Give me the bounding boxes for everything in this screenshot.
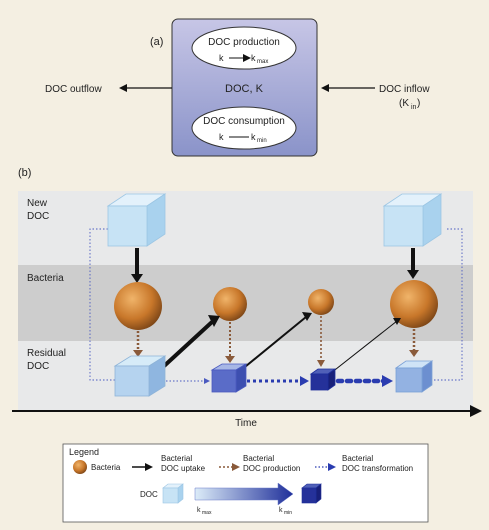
production-k: k <box>219 53 224 63</box>
residual-doc-cube-1 <box>113 355 167 397</box>
consumption-k: k <box>219 132 224 142</box>
doc-outflow-label: DOC outflow <box>45 84 102 95</box>
bacteria-1 <box>114 282 162 330</box>
bacteria-4 <box>390 280 438 328</box>
legend-kmax-main: k <box>197 507 201 514</box>
legend-doc-dark-cube <box>301 483 322 504</box>
time-label: Time <box>235 418 257 429</box>
production-arrowhead-4 <box>409 350 419 357</box>
band-residual-line2: DOC <box>27 361 49 372</box>
production-kmax-sub: max <box>257 59 268 65</box>
consumption-kmin-main: k <box>251 132 256 142</box>
legend-bacteria-swatch <box>73 460 87 474</box>
transformation-arrowhead-2 <box>300 376 309 386</box>
new-doc-cube-1 <box>106 193 167 247</box>
panel-a-label: (a) <box>150 36 163 48</box>
band-new-doc-line1: New <box>27 198 48 209</box>
doc-k-label: DOC, K <box>225 83 264 95</box>
uptake-arrowhead-new-1 <box>131 274 143 283</box>
legend-box <box>62 443 429 523</box>
legend-uptake-line1: Bacterial <box>161 454 192 463</box>
production-arrowhead-3 <box>317 360 325 367</box>
band-residual-line1: Residual <box>27 348 66 359</box>
doc-production-title: DOC production <box>208 37 280 48</box>
uptake-arrowhead-residual-3 <box>393 318 401 325</box>
doc-production-ellipse <box>191 26 297 70</box>
bacteria-3 <box>308 289 334 315</box>
production-arrowhead-2 <box>225 356 235 363</box>
legend-kmax-sub: max <box>202 510 212 516</box>
doc-inflow-label: DOC inflow <box>379 84 430 95</box>
legend-doc-light-cube <box>162 483 184 504</box>
residual-doc-cube-3 <box>309 368 337 391</box>
doc-consumption-ellipse <box>191 106 297 150</box>
production-arrowhead-1 <box>133 350 143 357</box>
legend-production-line1: Bacterial <box>243 454 274 463</box>
inflow-k-sub: in <box>411 104 417 111</box>
uptake-arrowhead-new-2 <box>407 270 419 279</box>
doc-consumption-title: DOC consumption <box>203 116 285 127</box>
production-kmax-main: k <box>251 53 256 63</box>
legend-uptake-line2: DOC uptake <box>161 464 206 473</box>
inflow-k-close: ) <box>417 98 420 109</box>
consumption-kmin-sub: min <box>257 138 267 144</box>
legend-title: Legend <box>69 447 99 457</box>
legend-transformation-line2: DOC transformation <box>342 464 413 473</box>
inflow-k-open: (K <box>399 98 409 109</box>
panel-b-label: (b) <box>18 167 31 179</box>
band-bacteria: Bacteria <box>27 273 64 284</box>
band-new-doc-line2: DOC <box>27 211 49 222</box>
uptake-arrow-residual-2 <box>239 316 307 372</box>
uptake-arrow-residual-1 <box>161 320 214 369</box>
time-axis-arrowhead <box>470 405 482 417</box>
inflow-dotted-right <box>430 228 463 381</box>
legend-bacteria-label: Bacteria <box>91 463 121 472</box>
transformation-arrowhead-1 <box>204 378 210 384</box>
legend-kmin-sub: min <box>284 510 292 516</box>
legend-production-line2: DOC production <box>243 464 300 473</box>
residual-doc-cube-4 <box>394 360 434 393</box>
uptake-arrowhead-residual-2 <box>302 312 312 321</box>
uptake-arrow-residual-3 <box>330 320 398 374</box>
legend-transformation-line1: Bacterial <box>342 454 373 463</box>
residual-doc-cube-2 <box>210 363 248 393</box>
legend-kmax-kmin-gradient-arrow <box>194 482 294 506</box>
legend-kmin-main: k <box>279 507 283 514</box>
legend-doc-label: DOC <box>140 490 158 499</box>
transformation-arrowhead-3 <box>382 375 393 387</box>
bacteria-2 <box>213 287 247 321</box>
uptake-arrowhead-residual-1 <box>208 315 220 327</box>
new-doc-cube-2 <box>382 193 443 247</box>
